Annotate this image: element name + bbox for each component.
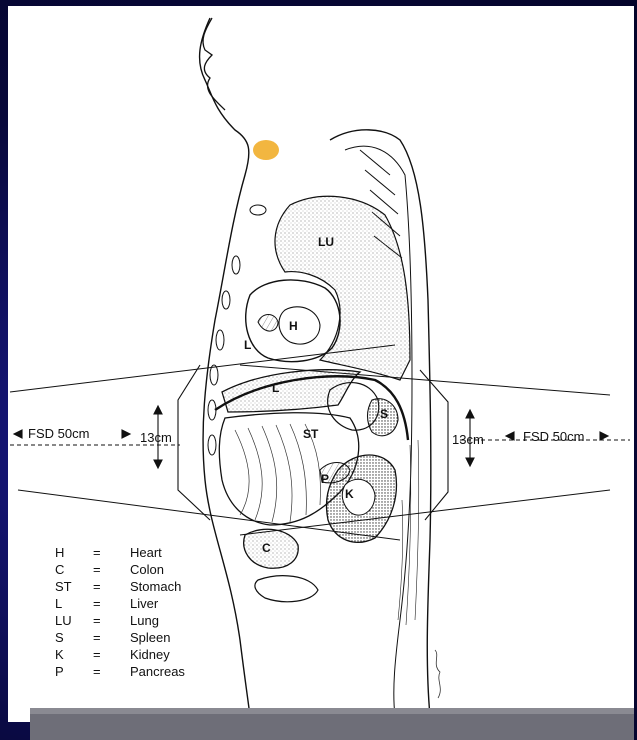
slide-footer-bar [30,708,634,740]
heart-inner [279,307,320,344]
fsd-left-label: FSD 50cm [28,426,89,441]
legend-equals: = [93,664,101,680]
legend-equals: = [93,579,101,595]
legend-abbr: P [55,664,64,680]
legend-equals: = [93,630,101,646]
legend-name: Lung [130,613,159,629]
lung-label: LU [318,235,334,249]
legend-name: Liver [130,596,158,612]
back-outline [200,18,250,716]
kidney-label: K [345,487,354,501]
lung-region [275,196,410,380]
legend-name: Stomach [130,579,181,595]
heart-label: H [289,319,298,333]
legend-name: Colon [130,562,164,578]
legend-abbr: K [55,647,64,663]
surface-marker [253,140,279,160]
depth-left-label: 13cm [140,430,172,445]
footer-bar-highlight [30,708,634,714]
legend-abbr: L [55,596,62,612]
legend-name: Pancreas [130,664,185,680]
spleen-label: S [380,407,388,421]
legend-equals: = [93,596,101,612]
legend-name: Kidney [130,647,170,663]
legend-abbr: C [55,562,64,578]
colon-label: C [262,541,271,555]
ribs-anterior [208,205,266,455]
legend-equals: = [93,613,101,629]
colon-region [244,529,299,568]
lower-intestine [255,576,318,602]
face-profile [203,18,225,110]
back-muscles [398,440,419,625]
legend-name: Heart [130,545,162,561]
legend-abbr: LU [55,613,72,629]
heart-chamber [258,315,278,332]
legend-abbr: S [55,630,64,646]
legend-name: Spleen [130,630,170,646]
pancreas-label: P [321,472,329,486]
legend-abbr: H [55,545,64,561]
liver-label-upper: L [244,338,251,352]
stomach-label: ST [303,427,319,441]
legend-equals: = [93,545,101,561]
depth-right-label: 13cm [452,432,484,447]
legend-equals: = [93,562,101,578]
liver-label: L [272,381,279,395]
artist-signature [435,650,440,698]
legend-abbr: ST [55,579,72,595]
legend-equals: = [93,647,101,663]
fsd-right-label: FSD 50cm [523,429,584,444]
